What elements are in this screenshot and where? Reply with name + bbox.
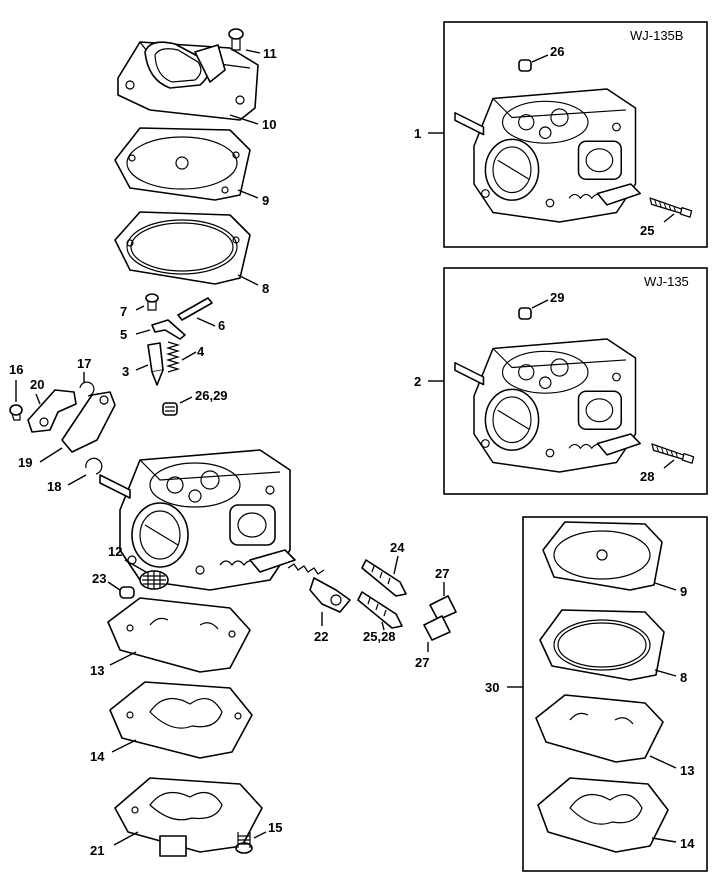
label-5: 5	[120, 327, 127, 342]
part-14-gasket	[109, 681, 253, 759]
label-25-28: 25,28	[363, 629, 396, 644]
label-15: 15	[268, 820, 282, 835]
variant-b-screw-25	[649, 197, 693, 218]
label-9: 9	[262, 193, 269, 208]
label-18: 18	[47, 479, 61, 494]
label-23: 23	[92, 571, 106, 586]
kit-part-14-gasket	[537, 777, 669, 853]
label-8: 8	[262, 281, 269, 296]
part-3-needle	[147, 342, 164, 386]
part-5-lever	[151, 319, 186, 340]
part-20-lever	[27, 389, 77, 433]
label-variant-b-25: 25	[640, 223, 654, 238]
variant-plug-29	[518, 307, 532, 320]
part-21-plate	[114, 777, 263, 857]
kit-box	[522, 516, 708, 872]
label-variant-b-1: 1	[414, 126, 421, 141]
label-kit-14: 14	[680, 836, 695, 851]
part-13-gasket	[107, 597, 251, 673]
label-16: 16	[9, 362, 23, 377]
label-4: 4	[197, 344, 205, 359]
part-26-29-plug	[162, 402, 178, 416]
part-12-screen	[139, 570, 169, 590]
carburetor-body-variant-b	[454, 88, 642, 223]
variant-b-plug-26	[518, 59, 532, 72]
label-17: 17	[77, 356, 91, 371]
part-17-clip	[79, 381, 95, 397]
label-kit-8: 8	[680, 670, 687, 685]
label-7: 7	[120, 304, 127, 319]
label-6: 6	[218, 318, 225, 333]
part-7-screw	[145, 293, 159, 311]
label-13: 13	[90, 663, 104, 678]
label-11: 11	[263, 46, 277, 61]
part-27-cap-bottom	[423, 615, 451, 641]
carburetor-body-variant	[454, 338, 642, 473]
part-11-screw	[228, 28, 244, 51]
label-14: 14	[90, 749, 105, 764]
part-22-valve	[287, 563, 351, 613]
part-16-screw	[9, 404, 23, 421]
variant-box-top	[443, 21, 708, 248]
part-9-diaphragm	[114, 127, 251, 201]
label-3: 3	[122, 364, 129, 379]
label-26-29: 26,29	[195, 388, 228, 403]
label-22: 22	[314, 629, 328, 644]
part-27-cap-top	[429, 595, 457, 621]
part-15-screw	[235, 832, 253, 854]
kit-part-9-diaphragm	[542, 521, 663, 591]
carburetor-body-main	[99, 449, 296, 591]
part-6-pin	[177, 297, 213, 321]
part-24-needle	[361, 559, 407, 597]
label-variant-2: 2	[414, 374, 421, 389]
part-8-gasket	[114, 211, 251, 285]
label-19: 19	[18, 455, 32, 470]
label-12: 12	[108, 544, 122, 559]
part-25-28-needle	[357, 591, 403, 629]
label-variant-28: 28	[640, 469, 654, 484]
part-4-spring	[165, 341, 181, 373]
part-18-clip	[85, 457, 103, 475]
label-kit-13: 13	[680, 763, 694, 778]
label-24: 24	[390, 540, 405, 555]
label-kit-9: 9	[680, 584, 687, 599]
label-kit-30: 30	[485, 680, 499, 695]
label-21: 21	[90, 843, 104, 858]
label-variant-29: 29	[550, 290, 564, 305]
part-10-cover	[117, 41, 259, 121]
label-27-top: 27	[435, 566, 449, 581]
label-20: 20	[30, 377, 44, 392]
kit-part-8-gasket	[539, 609, 665, 681]
label-27-bottom: 27	[415, 655, 429, 670]
variant-label-middle: WJ-135	[644, 274, 689, 289]
part-23-cap	[119, 586, 135, 599]
label-10: 10	[262, 117, 276, 132]
variant-label-top: WJ-135B	[630, 28, 683, 43]
kit-part-13-gasket	[535, 694, 664, 763]
label-variant-b-26: 26	[550, 44, 564, 59]
part-19-arm	[61, 391, 116, 453]
